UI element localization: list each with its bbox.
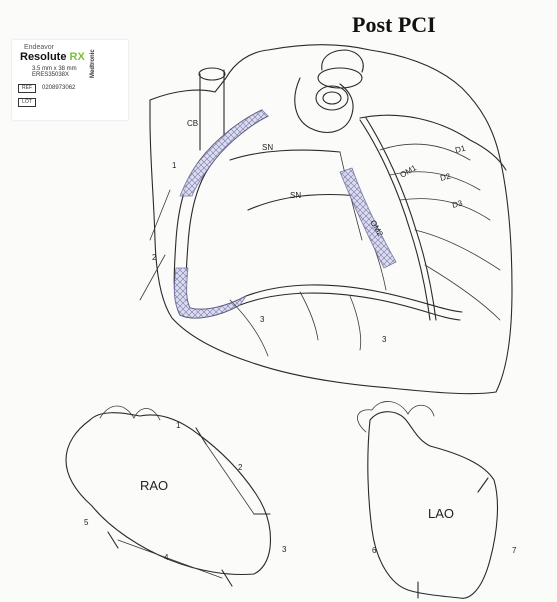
rao-seg-1: 1 bbox=[176, 421, 181, 430]
rao-seg-2: 2 bbox=[238, 463, 243, 472]
rao-view: RAO 1 2 3 4 5 bbox=[66, 406, 287, 586]
rao-seg-3: 3 bbox=[282, 545, 287, 554]
label-seg-1: 1 bbox=[172, 161, 177, 170]
rao-seg-4: 4 bbox=[164, 553, 169, 562]
label-seg-2: 2 bbox=[152, 253, 157, 262]
label-d3: D3 bbox=[451, 198, 464, 209]
label-sn-lower: SN bbox=[290, 191, 301, 200]
label-d1: D1 bbox=[454, 143, 467, 154]
rao-label: RAO bbox=[140, 478, 168, 493]
label-cb: CB bbox=[187, 119, 198, 128]
lao-seg-7: 7 bbox=[512, 546, 517, 555]
heart-outline bbox=[150, 45, 512, 394]
right-coronary-artery bbox=[140, 110, 462, 356]
rao-seg-5: 5 bbox=[84, 518, 89, 527]
stent-om bbox=[340, 168, 396, 268]
label-d2: D2 bbox=[439, 171, 452, 182]
lao-label: LAO bbox=[428, 506, 454, 521]
lao-seg-6: 6 bbox=[372, 546, 377, 555]
label-seg-3b: 3 bbox=[382, 335, 387, 344]
label-sn-upper: SN bbox=[262, 143, 273, 152]
lao-view: LAO 6 7 bbox=[357, 401, 517, 598]
stent-distal-rca bbox=[174, 268, 246, 318]
label-om1: OM1 bbox=[399, 163, 419, 180]
label-seg-3a: 3 bbox=[260, 315, 265, 324]
